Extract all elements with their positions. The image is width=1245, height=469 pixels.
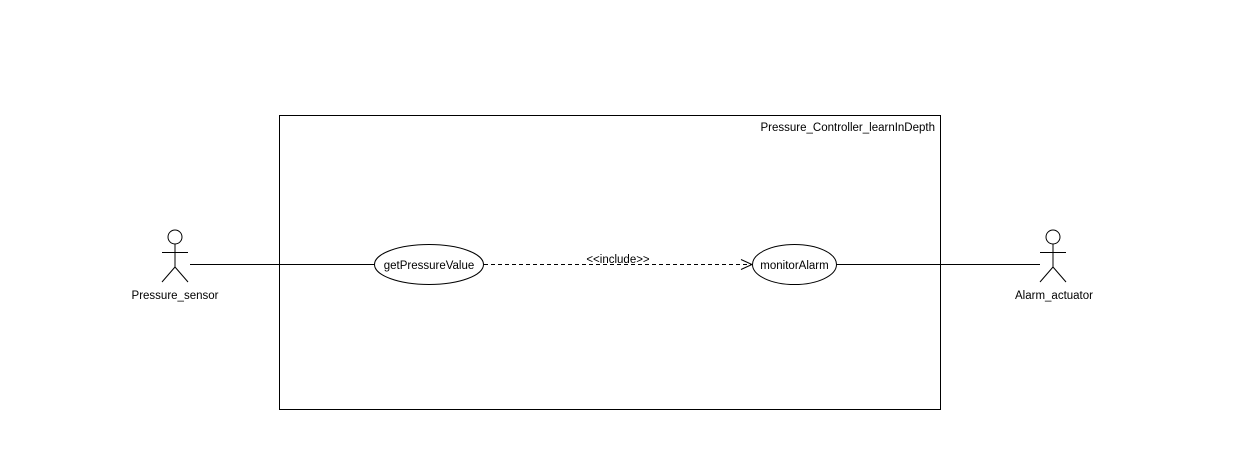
system-boundary[interactable]: Pressure_Controller_learnInDepth [279, 115, 941, 410]
use-case-label: getPressureValue [384, 260, 475, 272]
system-boundary-label: Pressure_Controller_learnInDepth [760, 122, 935, 134]
use-case-ellipse [752, 244, 837, 285]
include-stereotype-label: <<include>> [586, 254, 650, 266]
use-case-label: monitorAlarm [760, 260, 828, 272]
actor-label: Alarm_actuator [1015, 290, 1093, 302]
stick-figure-icon [161, 229, 189, 283]
use-case-get-pressure-value[interactable]: getPressureValue [374, 244, 484, 285]
actor-alarm-actuator[interactable]: Alarm_actuator [1015, 229, 1093, 302]
include-dependency[interactable]: <<include>> [484, 254, 754, 270]
actor-label: Pressure_sensor [132, 290, 219, 302]
actor-pressure-sensor[interactable]: Pressure_sensor [132, 229, 219, 302]
use-case-monitor-alarm[interactable]: monitorAlarm [752, 244, 837, 285]
system-boundary-frame [279, 115, 941, 410]
stick-figure-icon [1039, 229, 1067, 283]
use-case-ellipse [374, 244, 484, 285]
